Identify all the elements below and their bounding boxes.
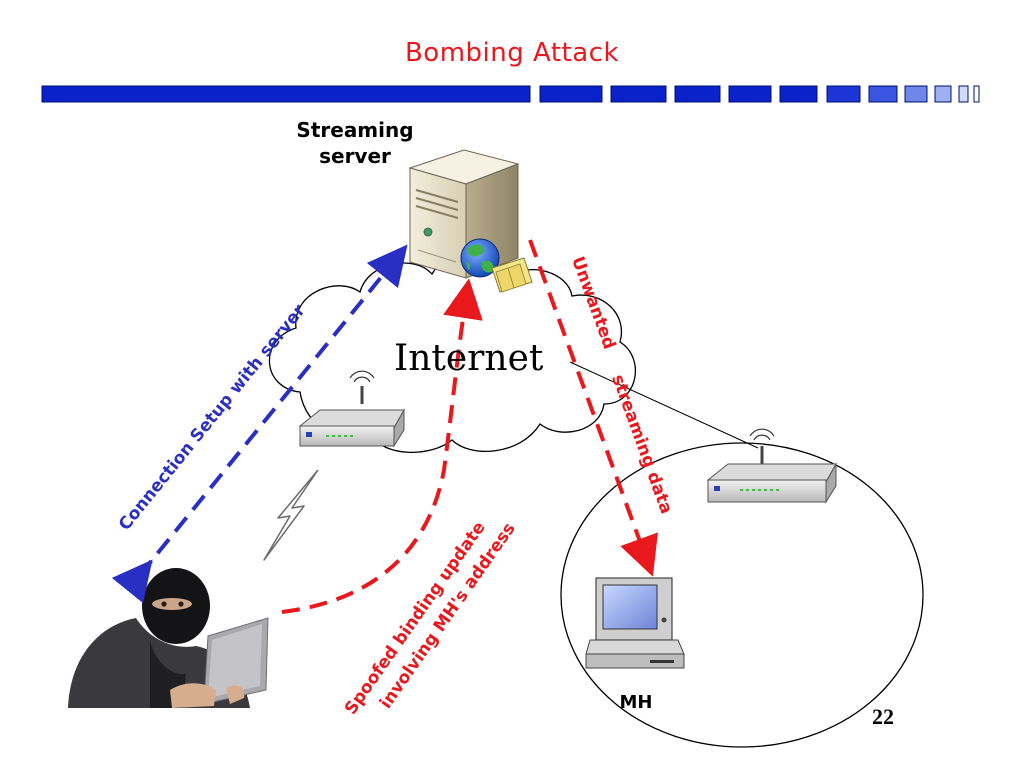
streaming-server-label: Streaming server [296, 118, 414, 168]
mh-network-circle [560, 442, 924, 748]
unwanted-data-arrow [528, 239, 658, 577]
spoofed-binding-arrow [281, 278, 483, 614]
mh-label: MH [619, 692, 653, 713]
laptop-icon [585, 577, 685, 669]
globe-icon [460, 238, 500, 278]
slide-title: Bombing Attack [404, 38, 620, 68]
connection-setup-arrow [111, 244, 408, 604]
server-tower-icon [408, 149, 520, 279]
internet-label: Internet [394, 338, 544, 379]
page-number: 22 [872, 704, 894, 729]
hacker-photo [68, 568, 269, 708]
lightning-icon [263, 469, 319, 561]
cloud-router-link [569, 361, 759, 449]
wireless-router-icon [706, 428, 837, 504]
folder-icon [491, 257, 533, 293]
